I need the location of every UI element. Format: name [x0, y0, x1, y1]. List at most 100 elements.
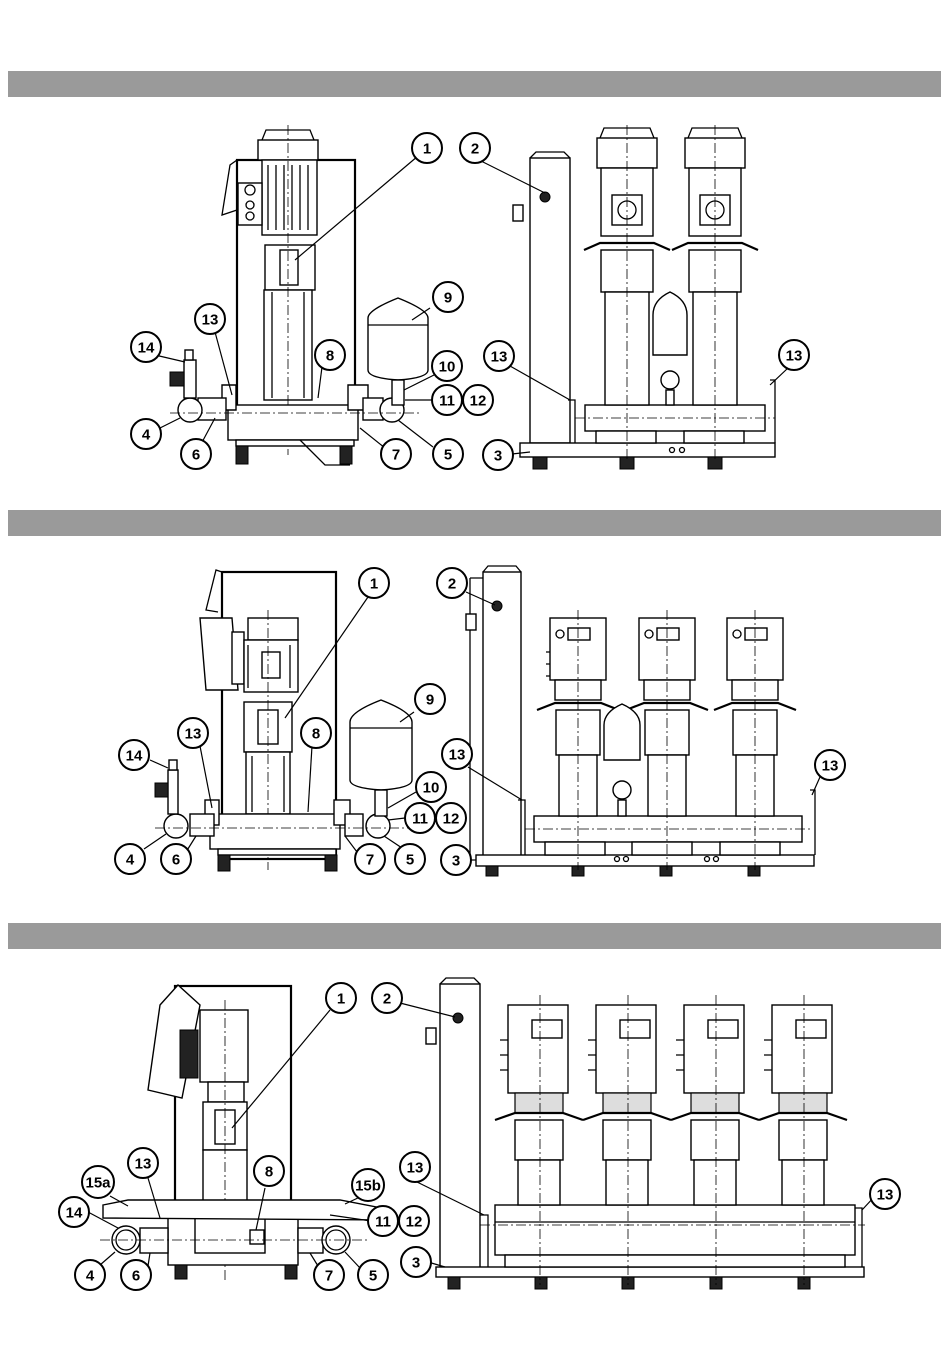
section-3-callout-3: 3: [401, 1247, 431, 1277]
section-1-callout-7: 7: [381, 439, 411, 469]
section-2-callout-13: 13: [815, 750, 845, 780]
section-3-callout-5: 5: [358, 1260, 388, 1290]
section-2-callout-6: 6: [161, 844, 191, 874]
section-3-callout-6: 6: [121, 1260, 151, 1290]
callout-number: 13: [449, 747, 466, 764]
callout-number: 12: [443, 811, 460, 828]
section-3-callout-15b: 15b: [352, 1169, 384, 1201]
section-3-callout-4: 4: [75, 1260, 105, 1290]
section-2-callout-3: 3: [441, 845, 471, 875]
callout-number: 13: [491, 349, 508, 366]
callout-number: 7: [366, 852, 374, 869]
callout-number: 8: [265, 1164, 273, 1181]
callout-number: 1: [337, 991, 345, 1008]
callout-number: 13: [877, 1187, 894, 1204]
section-1-callout-13: 13: [195, 304, 225, 334]
callout-number: 9: [426, 692, 434, 709]
callout-number: 5: [369, 1268, 377, 1285]
callout-number: 13: [202, 312, 219, 329]
callout-number: 1: [423, 141, 431, 158]
callout-number: 13: [407, 1160, 424, 1177]
section-2-callout-11: 11: [405, 803, 435, 833]
section-3-callout-11: 11: [368, 1206, 398, 1236]
callout-number: 6: [132, 1268, 140, 1285]
callout-number: 12: [406, 1214, 423, 1231]
callout-number: 2: [448, 576, 456, 593]
callout-number: 14: [126, 748, 143, 765]
callout-number: 10: [439, 359, 456, 376]
section-3-callout-15a: 15a: [82, 1166, 114, 1198]
section-2-callout-4: 4: [115, 844, 145, 874]
section-2-callout-8: 8: [301, 718, 331, 748]
callout-number: 10: [423, 780, 440, 797]
callout-number: 3: [452, 853, 460, 870]
callout-number: 13: [185, 726, 202, 743]
section-1-callout-4: 4: [131, 419, 161, 449]
section-2-callout-9: 9: [415, 684, 445, 714]
section-1-callout-13: 13: [484, 341, 514, 371]
callout-number: 2: [383, 991, 391, 1008]
section-1-callout-3: 3: [483, 440, 513, 470]
section-2-callout-12: 12: [436, 803, 466, 833]
section-3-callout-12: 12: [399, 1206, 429, 1236]
section-1-front-view: [513, 125, 775, 469]
section-2-front-view: [466, 566, 815, 876]
section-3-front-view: [426, 978, 865, 1289]
section-3-callout-13: 13: [870, 1179, 900, 1209]
section-2-callout-14: 14: [119, 740, 149, 770]
callout-number: 12: [470, 393, 487, 410]
section-1-side-view: [170, 125, 428, 465]
section-3-callout-7: 7: [314, 1260, 344, 1290]
callout-number: 7: [392, 447, 400, 464]
section-1-callout-8: 8: [315, 340, 345, 370]
callout-number: 14: [66, 1205, 83, 1222]
callout-number: 3: [412, 1255, 420, 1272]
callout-number: 3: [494, 448, 502, 465]
callout-number: 1: [370, 576, 378, 593]
section-2-callout-1: 1: [359, 568, 389, 598]
callout-number: 6: [172, 852, 180, 869]
section-1-callout-5: 5: [433, 439, 463, 469]
section-3-callout-1: 1: [326, 983, 356, 1013]
callout-number: 15b: [355, 1178, 381, 1195]
section-3-side-view: [100, 985, 392, 1280]
callout-number: 8: [326, 348, 334, 365]
section-2-callout-10: 10: [416, 772, 446, 802]
section-2-callout-13: 13: [178, 718, 208, 748]
section-3-callout-13: 13: [128, 1148, 158, 1178]
callout-number: 14: [138, 340, 155, 357]
callout-number: 11: [439, 393, 455, 410]
callout-number: 7: [325, 1268, 333, 1285]
callout-number: 13: [786, 348, 803, 365]
section-3-callout-2: 2: [372, 983, 402, 1013]
callout-number: 4: [142, 427, 151, 444]
section-1-callout-10: 10: [432, 351, 462, 381]
callout-number: 15a: [85, 1175, 111, 1192]
callout-number: 5: [444, 447, 452, 464]
callout-number: 11: [375, 1214, 391, 1231]
section-1-callout-12: 12: [463, 385, 493, 415]
section-3-callout-13: 13: [400, 1152, 430, 1182]
section-3-callout-8: 8: [254, 1156, 284, 1186]
callout-number: 4: [86, 1268, 95, 1285]
section-1-callout-6: 6: [181, 439, 211, 469]
section-1-callout-13: 13: [779, 340, 809, 370]
section-1-callout-2: 2: [460, 133, 490, 163]
section-2-callout-5: 5: [395, 844, 425, 874]
section-2-callout-2: 2: [437, 568, 467, 598]
callout-number: 8: [312, 726, 320, 743]
section-1-callout-11: 11: [432, 385, 462, 415]
callout-number: 9: [444, 290, 452, 307]
callout-number: 13: [822, 758, 839, 775]
callout-number: 4: [126, 852, 135, 869]
callout-number: 13: [135, 1156, 152, 1173]
callout-number: 2: [471, 141, 479, 158]
section-1-callout-1: 1: [412, 133, 442, 163]
section-2-callout-7: 7: [355, 844, 385, 874]
callout-number: 6: [192, 447, 200, 464]
section-1-callout-9: 9: [433, 282, 463, 312]
section-1-callout-14: 14: [131, 332, 161, 362]
section-3-callout-14: 14: [59, 1197, 89, 1227]
callout-number: 11: [412, 811, 428, 828]
